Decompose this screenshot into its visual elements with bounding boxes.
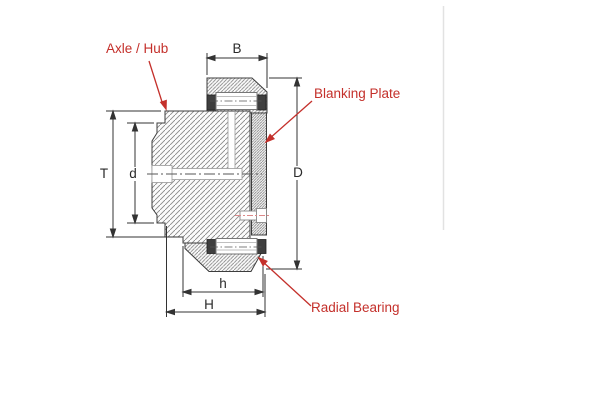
dim-label-d: d: [125, 167, 141, 181]
leader-radial-bearing: [257, 256, 312, 307]
top-bearing-left-seal: [206, 94, 217, 111]
leader-blanking-plate: [264, 100, 313, 144]
dim-label-h: h: [219, 276, 227, 291]
dim-label-D: D: [289, 166, 307, 180]
bottom-bearing-roller: [215, 238, 258, 255]
dim-label-H: H: [204, 297, 214, 312]
bottom-bearing-left-seal: [206, 239, 217, 254]
top-bearing: [206, 92, 267, 111]
annotation-axle-hub: Axle / Hub: [106, 41, 169, 56]
bottom-bearing-right-seal: [256, 239, 267, 254]
grease-fitting: [235, 208, 271, 223]
annotation-leaders: [148, 60, 313, 307]
dim-label-B: B: [232, 41, 242, 56]
annotation-blanking-plate: Blanking Plate: [314, 86, 401, 101]
grease-channel: [227, 111, 236, 173]
leader-axle-hub: [148, 60, 167, 111]
top-bearing-right-seal: [256, 94, 267, 111]
bottom-bearing: [206, 238, 267, 255]
dim-B: [205, 53, 269, 88]
dimension-lines: [106, 53, 302, 317]
dim-H: [164, 226, 267, 317]
dim-label-T: T: [99, 166, 109, 181]
annotation-radial-bearing: Radial Bearing: [311, 300, 400, 315]
dim-T: [106, 109, 180, 239]
